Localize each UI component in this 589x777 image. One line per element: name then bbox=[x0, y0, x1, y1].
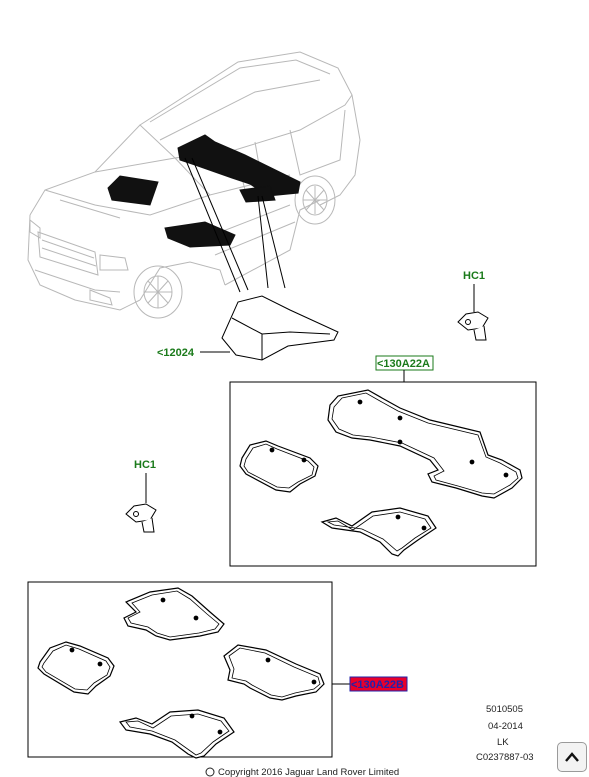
callout-hc1-left[interactable]: HC1 bbox=[134, 459, 156, 471]
hc1-clip-left bbox=[125, 503, 157, 533]
meta-line-4: C0237887-03 bbox=[476, 752, 534, 763]
callout-130a22a[interactable]: <130A22A bbox=[377, 358, 430, 370]
leader-lines-vehicle bbox=[184, 157, 286, 293]
vehicle-floor-mats bbox=[107, 134, 301, 248]
callout-box-130a22b bbox=[349, 676, 408, 692]
mat-set-package bbox=[221, 295, 339, 361]
kit-panel-130a22a bbox=[229, 381, 537, 567]
meta-line-1: 5010505 bbox=[486, 704, 523, 715]
callout-130a22b[interactable]: <130A22B bbox=[351, 679, 404, 691]
hc1-clip-top bbox=[457, 311, 489, 341]
copyright-icon bbox=[205, 767, 215, 777]
mats-130a22a bbox=[239, 389, 523, 557]
copyright-text: Copyright 2016 Jaguar Land Rover Limited bbox=[218, 767, 399, 777]
vehicle-illustration bbox=[27, 51, 361, 319]
meta-line-3: LK bbox=[497, 737, 509, 748]
kit-panel-130a22b bbox=[27, 581, 333, 758]
meta-line-2: 04-2014 bbox=[488, 721, 523, 732]
callout-12024[interactable]: <12024 bbox=[157, 347, 195, 359]
mats-130a22b bbox=[37, 587, 325, 759]
chevron-up-icon bbox=[565, 752, 579, 762]
callout-hc1-top[interactable]: HC1 bbox=[463, 270, 485, 282]
scroll-to-top-button[interactable] bbox=[557, 742, 587, 772]
